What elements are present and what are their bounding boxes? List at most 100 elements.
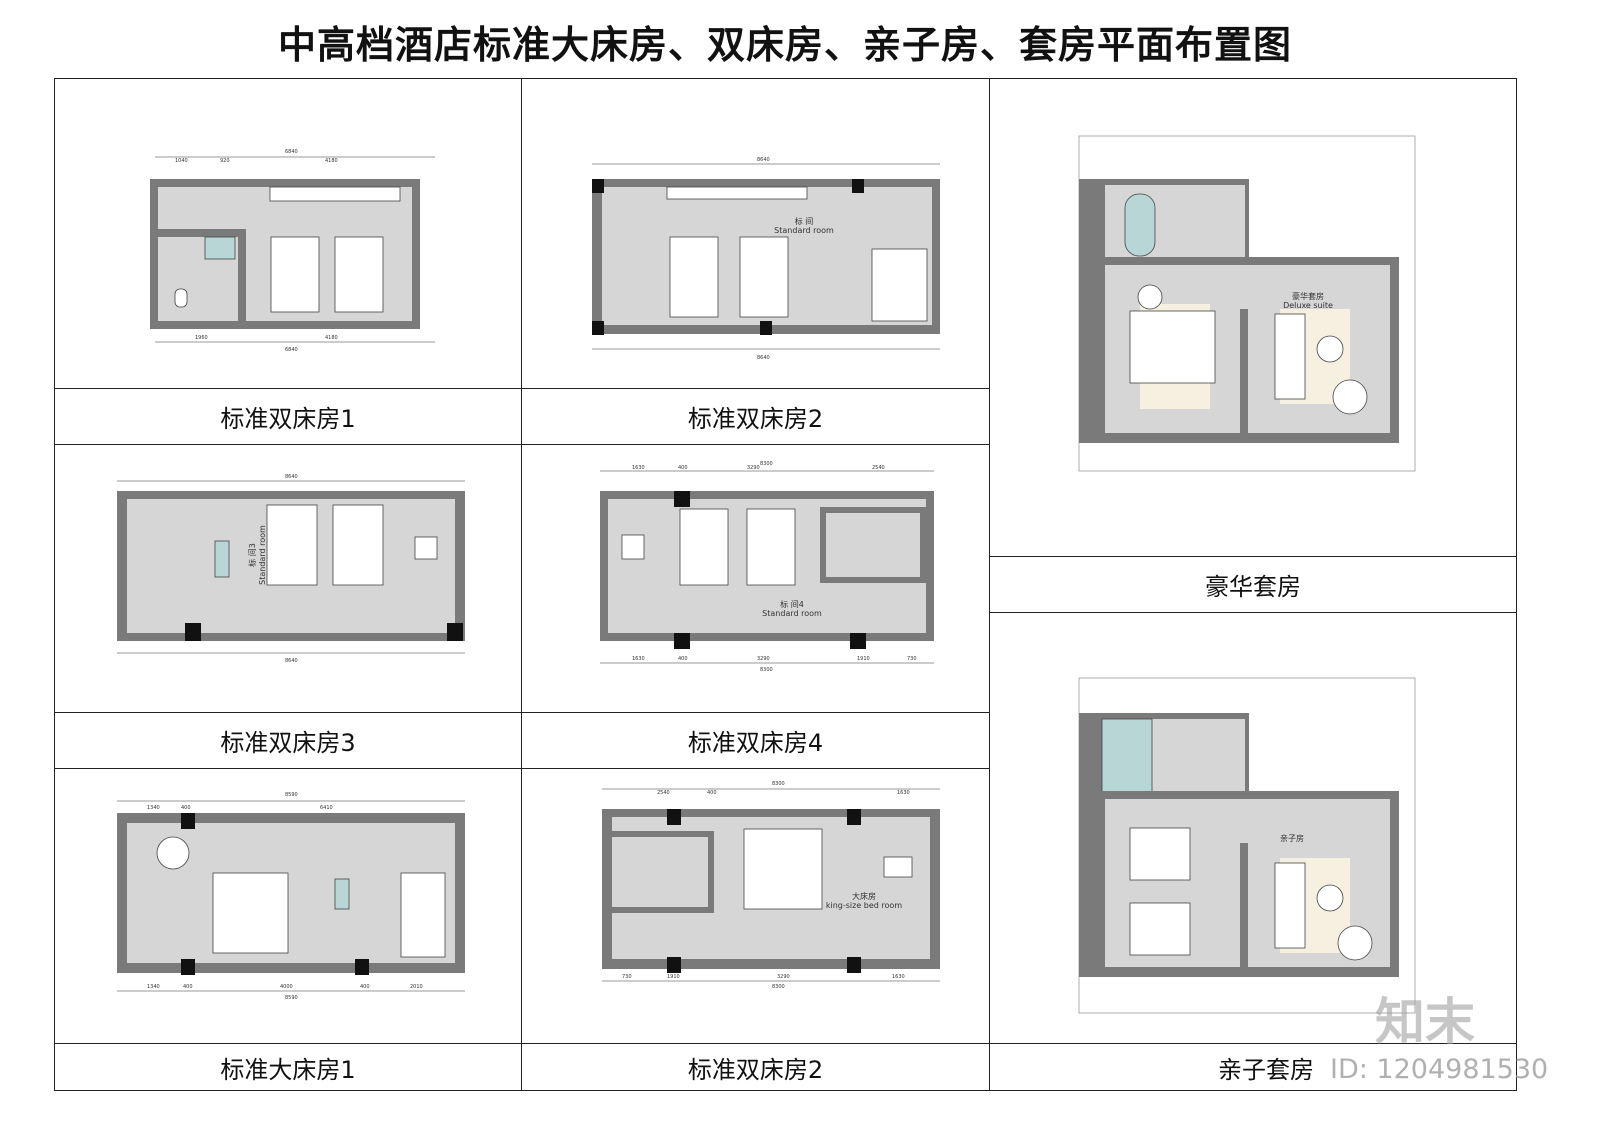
structural-column <box>181 813 195 829</box>
dim-text: 2010 <box>410 984 423 990</box>
plan-standard-twin-3: 8640 标 间3 Standard room 8640 <box>54 444 522 713</box>
armchair <box>621 534 645 560</box>
sofa <box>1274 313 1306 400</box>
bed <box>212 872 289 954</box>
dim-text: 2540 <box>872 465 885 471</box>
room-name-en: Standard room <box>258 525 267 585</box>
round-table <box>1137 284 1163 310</box>
structural-column <box>667 957 681 973</box>
floor-plan-drawing: 8300 1630 400 3290 2540 标 间4 Standard ro… <box>600 461 934 673</box>
shower <box>1101 718 1153 798</box>
plan-king-room: 8300 2540 400 1630 大床房 king-size bed roo… <box>521 768 990 1044</box>
floor-plan-drawing: 8640 标 间 Standard room 8640 <box>592 157 940 361</box>
watermark-logo: 知末 <box>1375 993 1475 1051</box>
dim-text: 6840 <box>285 347 298 353</box>
structural-column <box>592 179 604 193</box>
dim-text: 8640 <box>757 157 770 163</box>
dim-text: 3290 <box>757 656 770 662</box>
plan-shape <box>150 229 242 237</box>
plan-shape <box>826 513 920 577</box>
panel-label: 标准双床房2 <box>521 388 990 445</box>
shower <box>204 236 236 260</box>
dim-text: 400 <box>183 984 193 990</box>
panel-label: 亲子套房 <box>989 1043 1517 1091</box>
toilet <box>174 288 188 308</box>
floor-plan-drawing: 6840 1040 920 4180 1960 4180 6840 <box>150 149 435 353</box>
dim-text: 730 <box>907 656 917 662</box>
dim-text: 1630 <box>892 974 905 980</box>
room-name: 大床房 <box>852 891 876 901</box>
dim-text: 1340 <box>147 805 160 811</box>
bed <box>1129 827 1191 881</box>
dim-text: 8300 <box>772 984 785 990</box>
panel-label: 标准双床房4 <box>521 712 990 769</box>
armchair <box>414 536 438 560</box>
room-name: 标 间4 <box>780 599 804 609</box>
armchair <box>883 856 913 878</box>
plan-shape <box>612 837 708 907</box>
plan-deluxe-suite: 豪华套房 Deluxe suite <box>989 78 1517 557</box>
plan-standard-twin-1: 6840 1040 920 4180 1960 4180 6840 <box>54 78 522 389</box>
dim-text: 1630 <box>632 656 645 662</box>
structural-column <box>847 957 861 973</box>
dim-text: 8300 <box>760 461 773 467</box>
dim-text: 6840 <box>285 149 298 155</box>
panel-label: 豪华套房 <box>989 556 1517 613</box>
structural-column <box>760 321 772 335</box>
coffee-table <box>1316 884 1344 912</box>
dim-text: 1340 <box>147 984 160 990</box>
desk <box>666 186 808 200</box>
structural-column <box>592 321 604 335</box>
dim-text: 3290 <box>747 465 760 471</box>
structural-column <box>185 623 201 641</box>
coffee-table <box>1316 335 1344 363</box>
structural-column <box>667 809 681 825</box>
dim-text: 4180 <box>325 158 338 164</box>
bed <box>739 236 789 318</box>
vanity <box>214 540 230 578</box>
structural-column <box>852 179 864 193</box>
panel-label: 标准双床房2 <box>521 1043 990 1091</box>
dim-text: 1040 <box>175 158 188 164</box>
panel-label: 标准双床房1 <box>54 388 522 445</box>
bed <box>266 504 318 586</box>
page-title: 中高档酒店标准大床房、双床房、亲子房、套房平面布置图 <box>277 23 1292 67</box>
dim-text: 2540 <box>657 790 670 796</box>
dim-text: 4000 <box>280 984 293 990</box>
dim-text: 1910 <box>667 974 680 980</box>
bed <box>669 236 719 318</box>
dim-text: 8590 <box>285 995 298 1001</box>
dim-text: 8300 <box>772 781 785 787</box>
room-name: 豪华套房 <box>1292 291 1324 301</box>
king-bed <box>1129 310 1216 384</box>
id-text: ID: 1204981530 <box>1330 1054 1549 1085</box>
dim-text: 1960 <box>195 335 208 341</box>
structural-column <box>181 959 195 975</box>
room-name-en: Deluxe suite <box>1283 301 1333 310</box>
structural-column <box>447 623 463 641</box>
dim-text: 400 <box>707 790 717 796</box>
dim-text: 8640 <box>285 658 298 664</box>
dim-text: 400 <box>181 805 191 811</box>
bed <box>679 508 729 586</box>
plan-shape <box>158 269 238 321</box>
bathtub <box>1124 193 1156 257</box>
dim-text: 1910 <box>857 656 870 662</box>
plan-shape <box>1240 309 1248 439</box>
room-name-en: Standard room <box>774 226 834 235</box>
room-name-en: Standard room <box>762 609 822 618</box>
bed <box>1129 902 1191 956</box>
round-table <box>1332 379 1368 415</box>
bed <box>743 828 823 910</box>
sofa <box>1274 862 1306 949</box>
plan-standard-king-1: 8590 1340 400 6410 1340 400 4000 400 201… <box>54 768 522 1044</box>
floor-plan-drawing: 8590 1340 400 6410 1340 400 4000 400 201… <box>117 792 465 1001</box>
dim-text: 8640 <box>757 355 770 361</box>
panel-label: 标准大床房1 <box>54 1043 522 1091</box>
bed <box>270 236 320 313</box>
structural-column <box>674 633 690 649</box>
floor-plan-drawing: 豪华套房 Deluxe suite <box>1078 135 1416 472</box>
plan-standard-twin-2: 8640 标 间 Standard room 8640 <box>521 78 990 389</box>
dim-text: 3290 <box>777 974 790 980</box>
structural-column <box>850 633 866 649</box>
